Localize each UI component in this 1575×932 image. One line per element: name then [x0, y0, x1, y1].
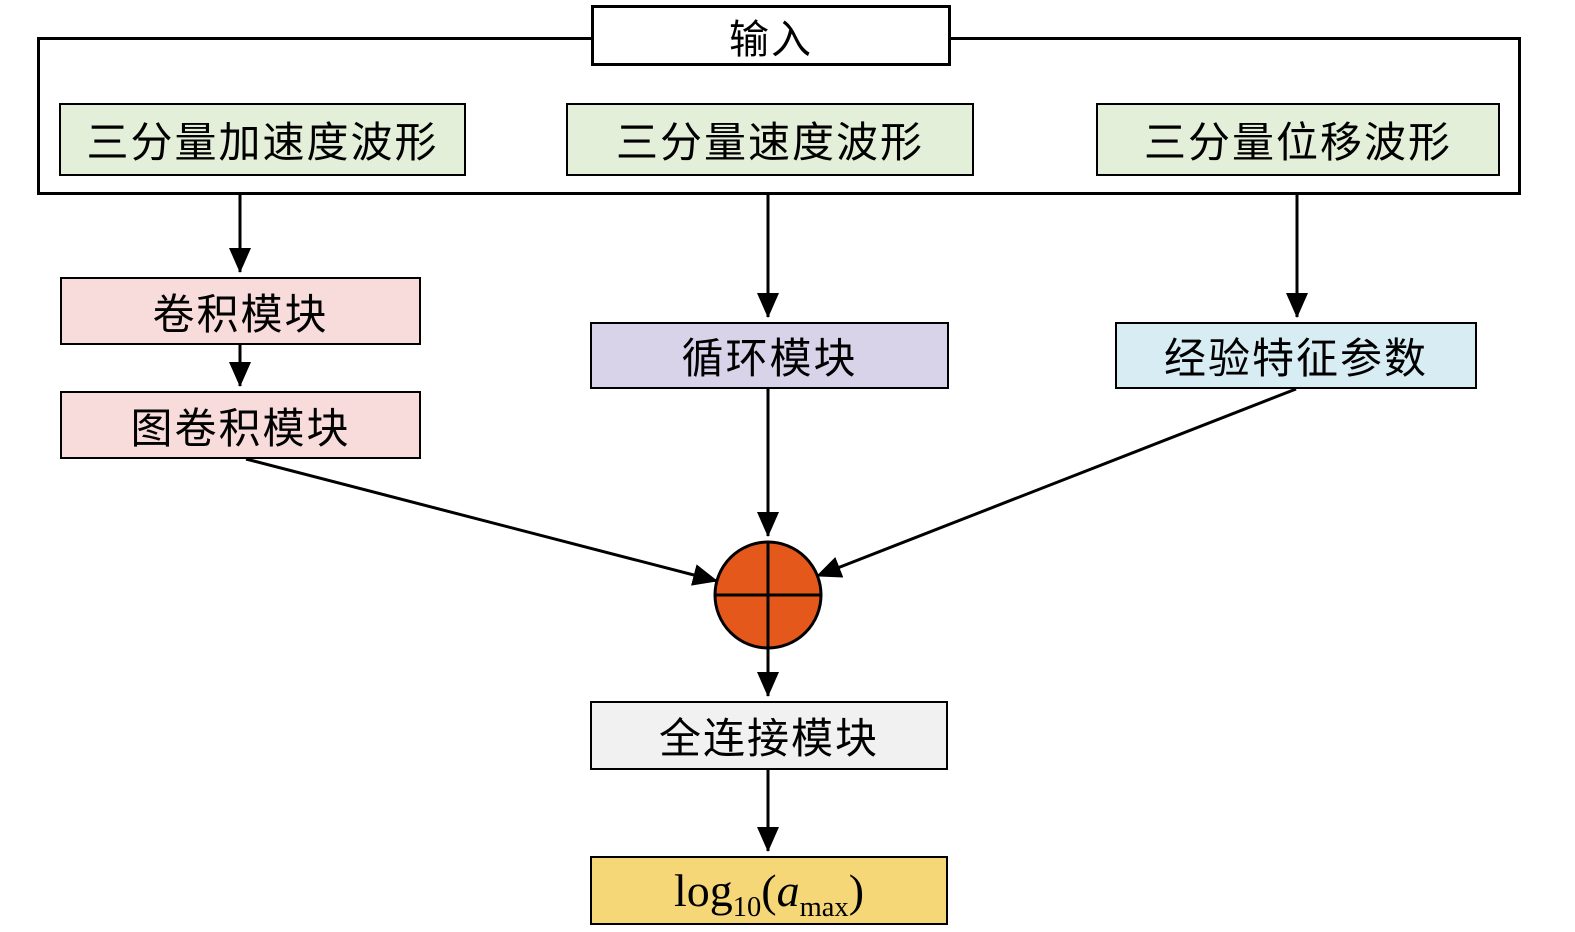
- edge-empirical-to-fusion: [816, 387, 1297, 578]
- node-empirical-feature-parameters: 经验特征参数: [1115, 322, 1477, 389]
- fusion-plus-node: [713, 540, 823, 650]
- output-formula: log10(amax): [673, 864, 865, 922]
- node-convolution-module: 卷积模块: [60, 277, 421, 345]
- node-output-log-amax: log10(amax): [590, 856, 948, 925]
- output-variable: a: [776, 865, 800, 916]
- node-input-label: 输入: [729, 16, 813, 62]
- node-graph-convolution-module: 图卷积模块: [60, 391, 421, 459]
- edge-graph-conv-to-fusion: [245, 457, 718, 586]
- output-variable-subscript: max: [799, 892, 849, 924]
- node-convolution-label: 卷积模块: [152, 292, 329, 339]
- output-open-paren: (: [761, 865, 777, 916]
- node-input: 输入: [591, 5, 951, 66]
- node-velocity-label: 三分量速度波形: [615, 121, 924, 167]
- output-close-paren: ): [848, 865, 865, 916]
- output-log-base: 10: [732, 892, 762, 924]
- node-graph-convolution-label: 图卷积模块: [130, 406, 351, 453]
- node-fully-connected-label: 全连接模块: [658, 717, 879, 763]
- node-velocity-waveform: 三分量速度波形: [566, 103, 974, 176]
- node-displacement-label: 三分量位移波形: [1143, 121, 1452, 167]
- node-acceleration-waveform: 三分量加速度波形: [59, 103, 466, 176]
- node-fully-connected-module: 全连接模块: [590, 701, 948, 770]
- node-recurrent-module: 循环模块: [590, 322, 949, 389]
- node-empirical-label: 经验特征参数: [1163, 337, 1428, 383]
- node-acceleration-label: 三分量加速度波形: [86, 121, 439, 167]
- output-log: log: [673, 865, 733, 916]
- node-recurrent-label: 循环模块: [681, 337, 858, 383]
- node-displacement-waveform: 三分量位移波形: [1096, 103, 1500, 176]
- fusion-circle: [713, 540, 823, 650]
